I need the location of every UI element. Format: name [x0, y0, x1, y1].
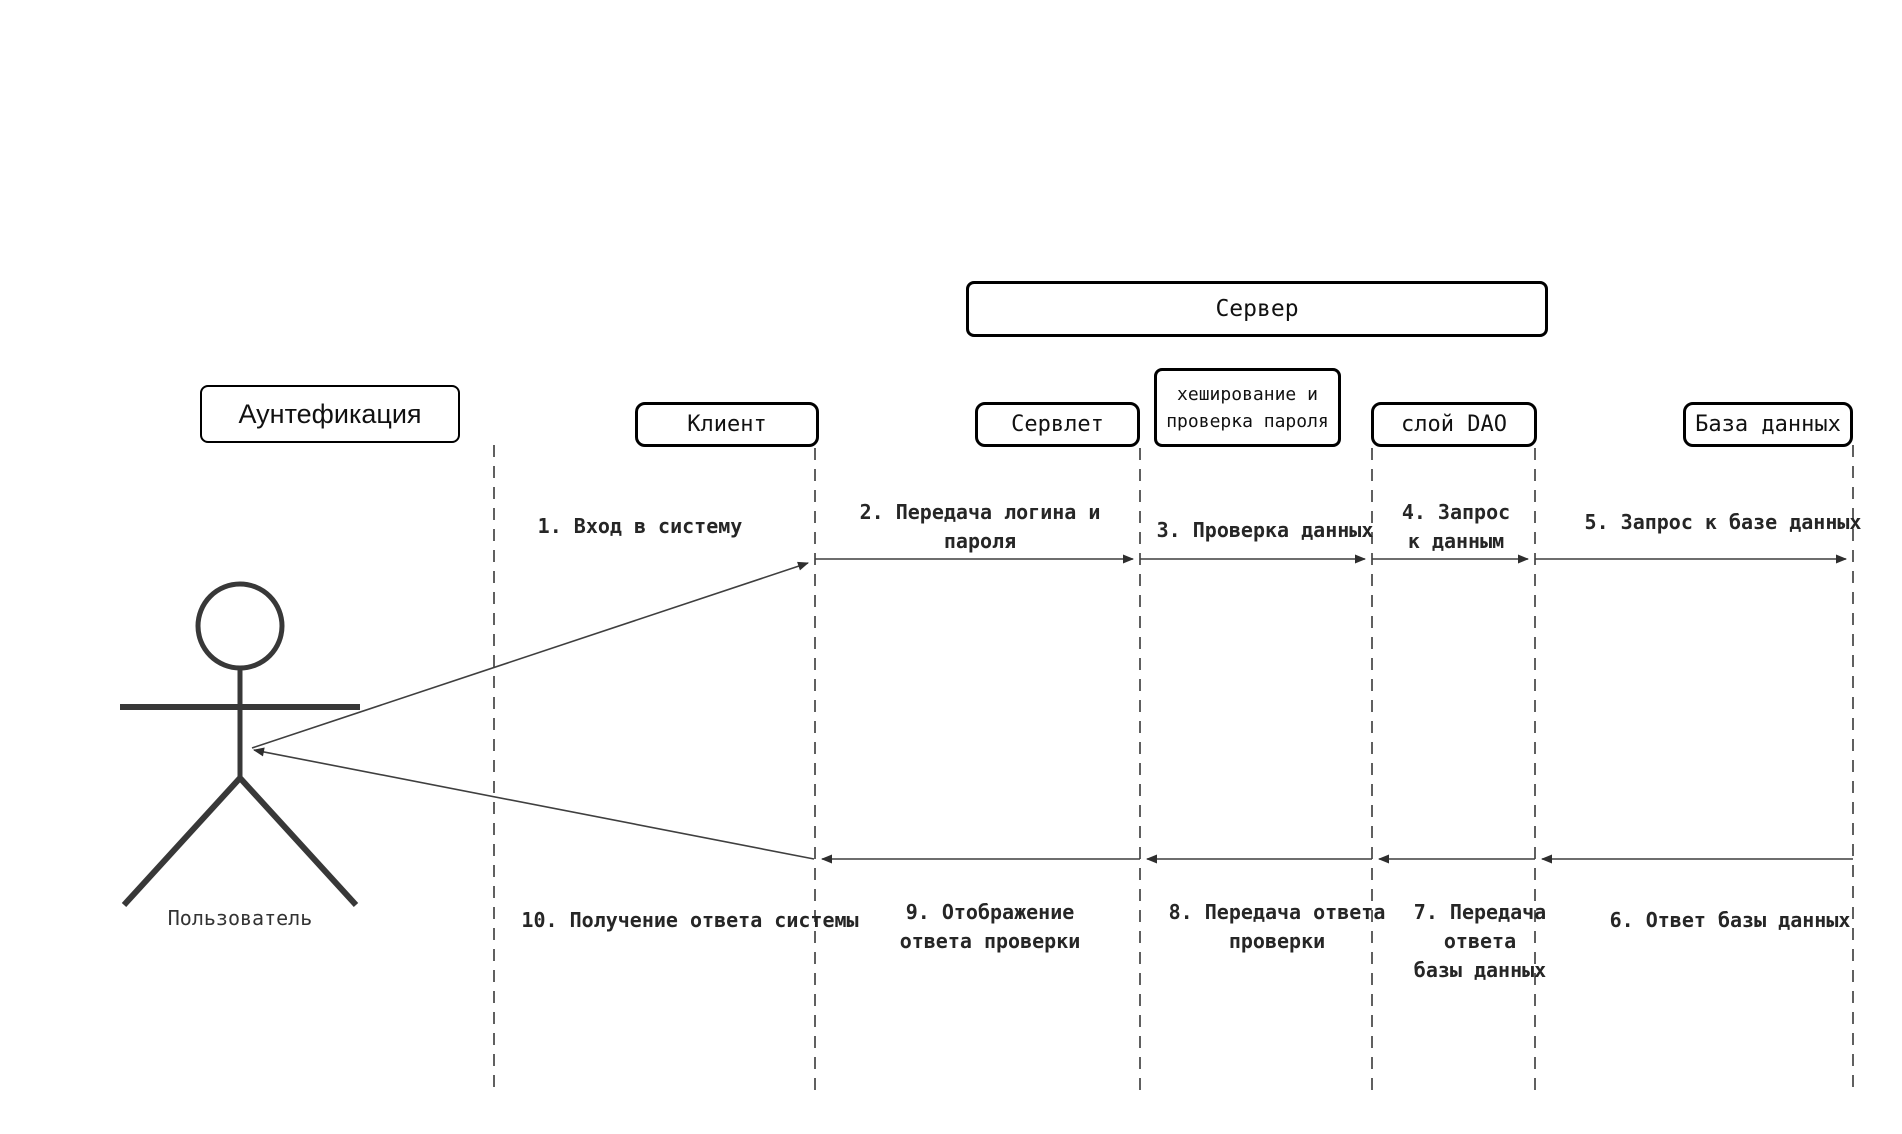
participant-servlet-label: Сервлет: [1011, 411, 1104, 437]
message-5-line1: 5. Запрос к базе данных: [1584, 510, 1862, 534]
participant-client-label: Клиент: [687, 411, 767, 437]
message-4-line2: к данным: [1407, 529, 1505, 553]
message-label-6[interactable]: 6. Ответ базы данных: [1610, 906, 1851, 935]
message-2-line1: 2. Передача логина и: [859, 500, 1101, 524]
participant-hashing-label-line2: проверка пароля: [1166, 410, 1329, 432]
actor-left-leg: [121, 775, 243, 908]
participant-hashing[interactable]: хеширование и проверка пароля: [1154, 368, 1341, 447]
message-label-3[interactable]: 3. Проверка данных: [1157, 516, 1374, 545]
participant-dao[interactable]: слой DAO: [1371, 402, 1537, 447]
message-label-2[interactable]: 2. Передача логина и пароля: [860, 498, 1101, 556]
message-7-line3: базы данных: [1413, 958, 1547, 982]
message-7-line2: ответа: [1443, 929, 1517, 953]
participant-database-label: База данных: [1695, 411, 1841, 437]
message-label-10[interactable]: 10. Получение ответа системы: [521, 906, 858, 935]
server-frame-label: Сервер: [1215, 296, 1299, 322]
message-3-line1: 3. Проверка данных: [1156, 518, 1374, 542]
message-8-line2: проверки: [1228, 929, 1326, 953]
message-label-1[interactable]: 1. Вход в систему: [538, 512, 743, 541]
message-7-line1: 7. Передача: [1413, 900, 1547, 924]
message-label-9[interactable]: 9. Отображение ответа проверки: [900, 898, 1081, 956]
message-10-line1: 10. Получение ответа системы: [521, 908, 859, 932]
participant-dao-label: слой DAO: [1401, 411, 1507, 437]
message-label-4[interactable]: 4. Запрос к данным: [1402, 498, 1510, 556]
actor-user-figure[interactable]: [120, 581, 360, 908]
auth-title-box[interactable]: Аунтефикация: [200, 385, 460, 443]
message-2-line2: пароля: [943, 529, 1017, 553]
message-arrow-10-system-response[interactable]: [253, 747, 815, 860]
message-label-5[interactable]: 5. Запрос к базе данных: [1585, 508, 1862, 537]
message-label-8[interactable]: 8. Передача ответа проверки: [1169, 898, 1386, 956]
participant-client[interactable]: Клиент: [635, 402, 819, 447]
message-arrow-1-login[interactable]: [251, 561, 809, 749]
actor-head: [195, 581, 285, 671]
message-1-line1: 1. Вход в систему: [537, 514, 743, 538]
message-6-line1: 6. Ответ базы данных: [1609, 908, 1851, 932]
actor-user-label: Пользователь: [167, 906, 313, 930]
server-frame-box[interactable]: Сервер: [966, 281, 1548, 337]
message-9-line1: 9. Отображение: [905, 900, 1075, 924]
participant-database[interactable]: База данных: [1683, 402, 1853, 447]
participant-servlet[interactable]: Сервлет: [975, 402, 1140, 447]
message-label-7[interactable]: 7. Передача ответа базы данных: [1414, 898, 1546, 985]
message-4-line1: 4. Запрос: [1401, 500, 1511, 524]
message-8-line1: 8. Передача ответа: [1168, 900, 1386, 924]
participant-hashing-label-line1: хеширование и: [1177, 383, 1318, 405]
message-9-line2: ответа проверки: [899, 929, 1081, 953]
actor-right-leg: [237, 775, 359, 908]
auth-title-label: Аунтефикация: [238, 399, 422, 429]
